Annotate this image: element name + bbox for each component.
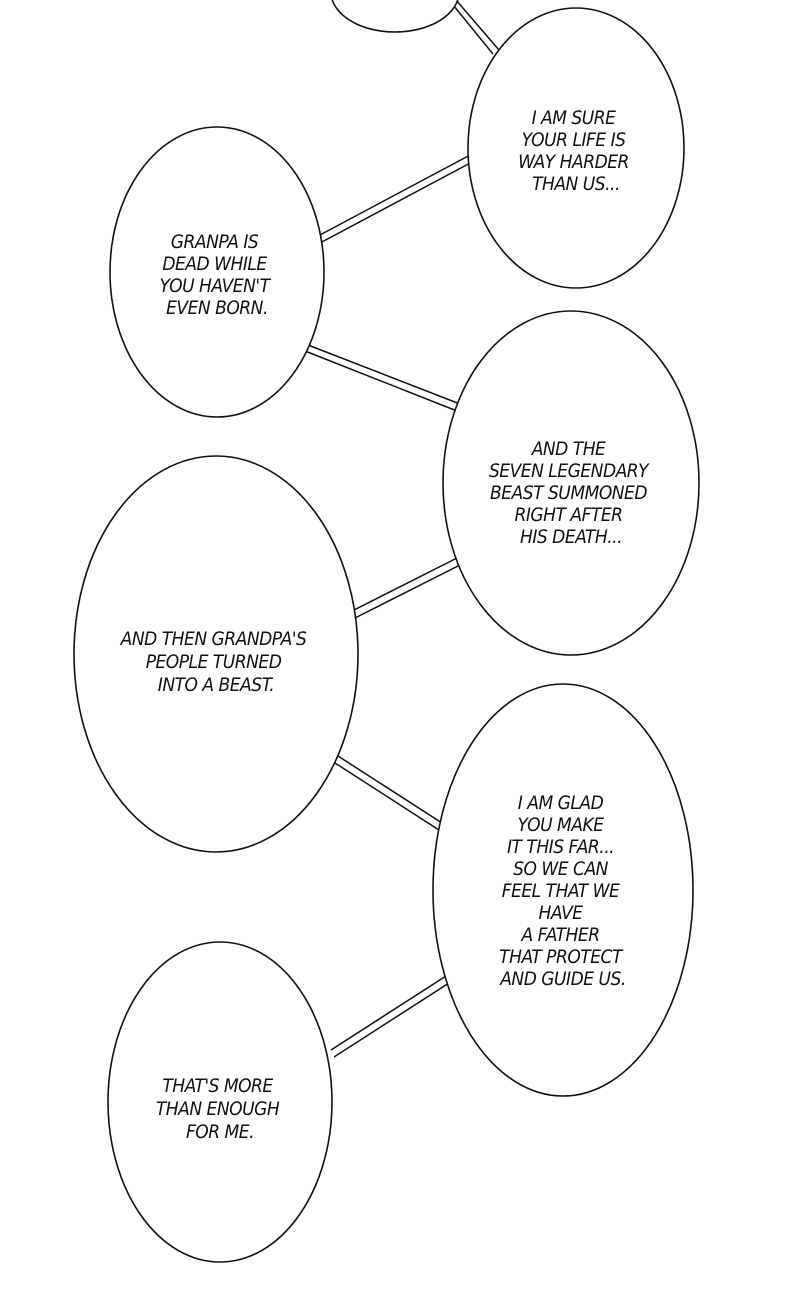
bubble-text: AND THEN GRANDPA'S PEOPLE TURNED INTO A … bbox=[120, 628, 312, 696]
connector-4-5 bbox=[351, 557, 461, 619]
speech-bubble-seven-beasts: AND THE SEVEN LEGENDARY BEAST SUMMONED R… bbox=[442, 310, 700, 656]
speech-bubble-life-harder: I AM SURE YOUR LIFE IS WAY HARDER THAN U… bbox=[467, 7, 685, 289]
bubble-text: GRANPA IS DEAD WHILE YOU HAVEN'T EVEN BO… bbox=[160, 231, 275, 319]
bubble-text: THAT'S MORE THAN ENOUGH FOR ME. bbox=[156, 1075, 284, 1143]
connector-1-2 bbox=[448, 0, 500, 55]
speech-bubble-glad-father: I AM GLAD YOU MAKE IT THIS FAR... SO WE … bbox=[432, 683, 694, 1097]
speech-bubble-granpa-dead: GRANPA IS DEAD WHILE YOU HAVEN'T EVEN BO… bbox=[109, 126, 325, 418]
speech-bubble-top-partial bbox=[331, 0, 459, 33]
connector-2-3 bbox=[317, 153, 475, 244]
bubble-text: I AM SURE YOUR LIFE IS WAY HARDER THAN U… bbox=[518, 107, 634, 195]
speech-bubble-more-than-enough: THAT'S MORE THAN ENOUGH FOR ME. bbox=[107, 941, 333, 1263]
connector-6-7 bbox=[330, 975, 450, 1058]
speech-bubble-people-beast: AND THEN GRANDPA'S PEOPLE TURNED INTO A … bbox=[73, 455, 359, 853]
connectors bbox=[304, 0, 500, 1058]
bubble-text: I AM GLAD YOU MAKE IT THIS FAR... SO WE … bbox=[499, 792, 627, 990]
connector-5-6 bbox=[334, 755, 443, 831]
bubble-text: AND THE SEVEN LEGENDARY BEAST SUMMONED R… bbox=[489, 438, 653, 548]
connector-3-4 bbox=[304, 344, 461, 412]
